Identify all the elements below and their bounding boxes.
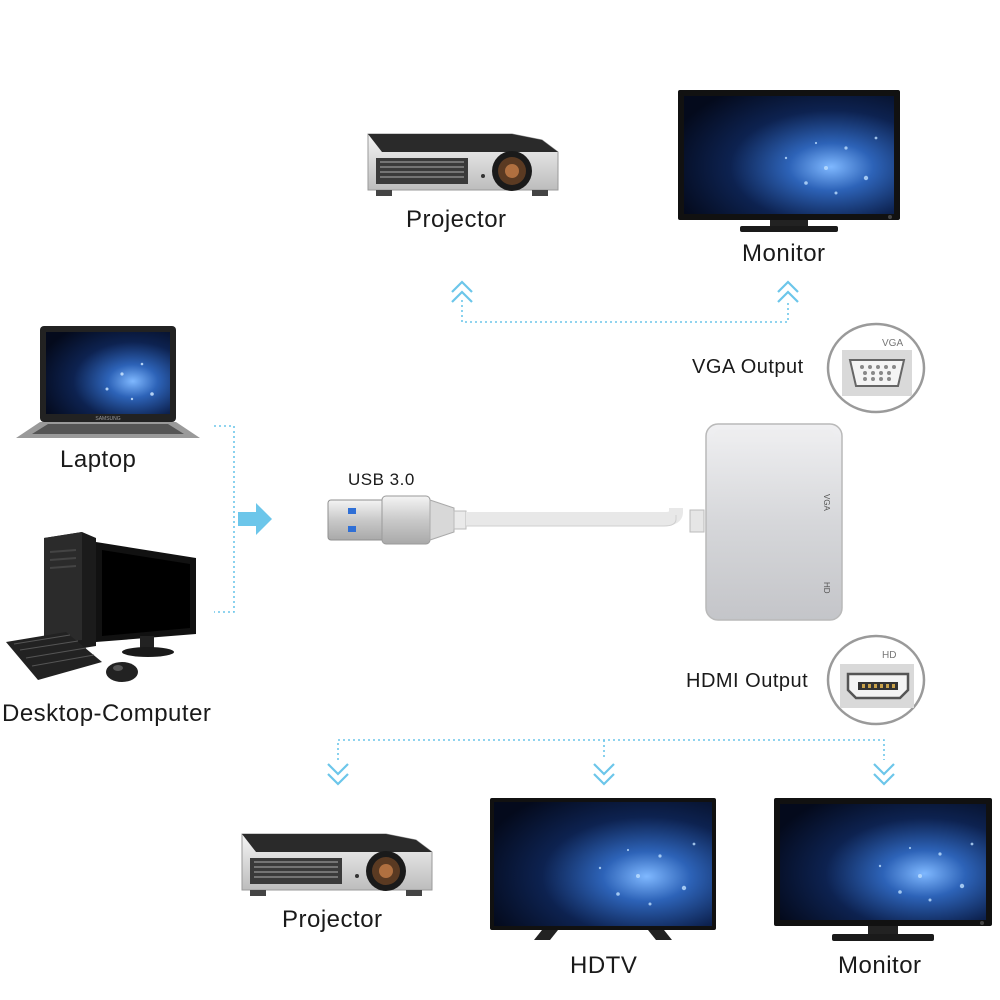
- down-arrows: [327, 763, 895, 786]
- hdtv-icon: [490, 798, 716, 940]
- desktop-computer-icon: [6, 532, 196, 682]
- projector-bottom-icon: [241, 833, 433, 896]
- up-arrows: [451, 280, 799, 303]
- hdtv-label: HDTV: [570, 952, 638, 979]
- laptop-brand-text: SAMSUNG: [95, 416, 120, 422]
- usb-label: USB 3.0: [348, 470, 415, 489]
- laptop-label: Laptop: [60, 446, 137, 473]
- monitor-bottom-label: Monitor: [838, 952, 922, 979]
- projector-top-label: Projector: [406, 206, 507, 233]
- adapter-vga-text: VGA: [822, 494, 831, 512]
- usb-adapter-icon: VGA HD: [327, 423, 843, 621]
- desktop-label: Desktop-Computer: [2, 700, 212, 727]
- laptop-icon: SAMSUNG: [16, 326, 200, 438]
- hd-badge-text: HD: [882, 650, 896, 661]
- vga-output-label: VGA Output: [692, 356, 804, 378]
- monitor-top-icon: [678, 90, 900, 232]
- vga-badge-text: VGA: [882, 338, 903, 349]
- monitor-top-label: Monitor: [742, 240, 826, 267]
- hdmi-output-label: HDMI Output: [686, 670, 809, 692]
- adapter-hd-text: HD: [822, 582, 831, 594]
- projector-top-icon: [367, 133, 559, 196]
- monitor-bottom-icon: [774, 798, 992, 941]
- vga-port-badge: VGA: [826, 322, 926, 414]
- right-arrow-icon: [238, 503, 272, 535]
- hdmi-port-badge: HD: [826, 634, 926, 726]
- projector-bottom-label: Projector: [282, 906, 383, 933]
